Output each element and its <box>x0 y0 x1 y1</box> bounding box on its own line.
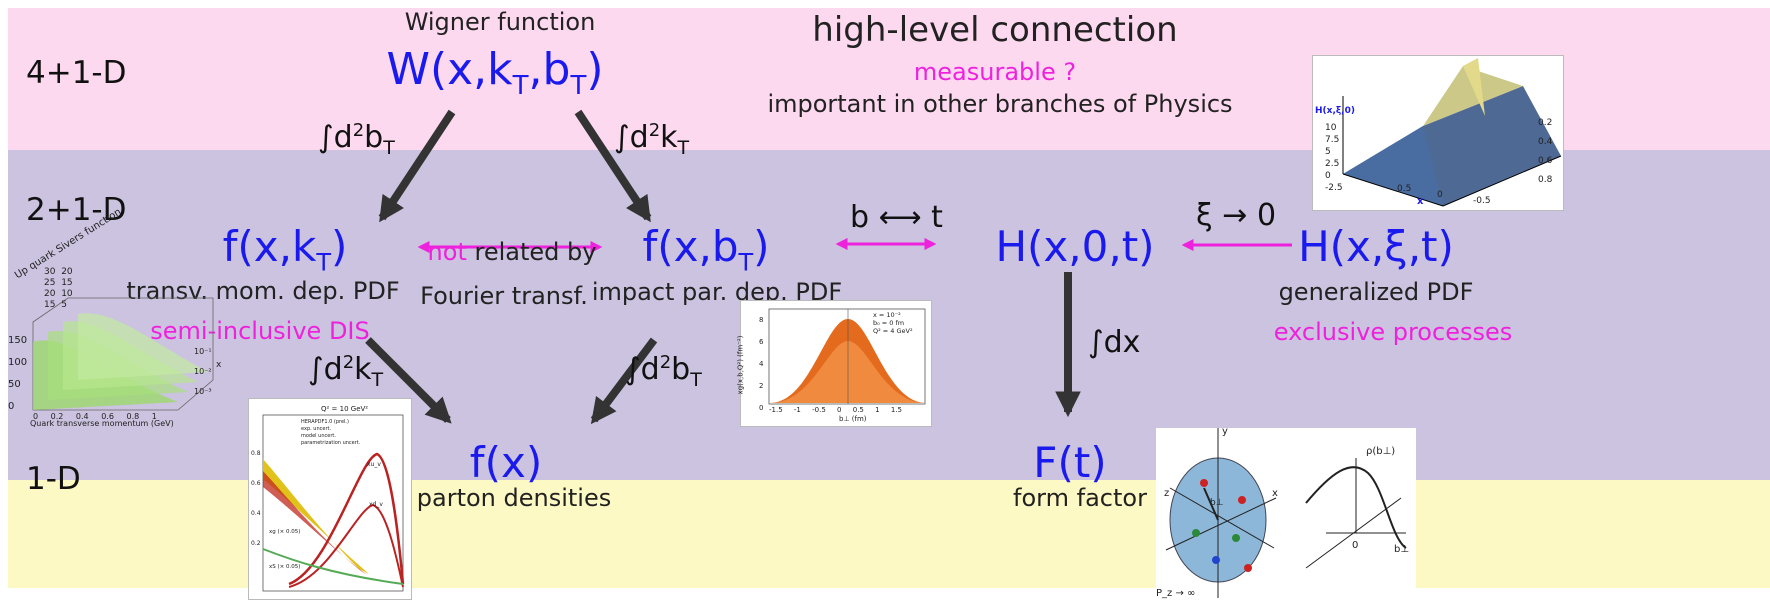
op-int-dx: ∫dx <box>1088 325 1141 360</box>
op-int-d2kT-bottom: ∫d2kT <box>308 352 384 391</box>
sivers-x-ticks: 0 0.2 0.4 0.6 0.8 1 <box>33 412 157 421</box>
arrow-fkt-to-fx <box>365 337 452 424</box>
proc-sidis: semi-inclusive DIS <box>150 317 370 345</box>
op-b-t: b ⟷ t <box>850 200 943 235</box>
node-f-x-bt: f(x,bT) <box>642 222 770 277</box>
wigner-label: Wigner function <box>404 8 596 36</box>
arrow-w-to-fkt <box>378 109 456 223</box>
op-int-d2bT-top: ∫d2bT <box>318 120 395 159</box>
high-level-title: high-level connection <box>812 10 1178 50</box>
op-xi-to-0: ξ → 0 <box>1196 198 1277 233</box>
gauss-x-ticks: -1.5 -1 -0.5 0 0.5 1 1.5 <box>769 406 902 414</box>
node-h-x-0-t: H(x,0,t) <box>995 222 1155 271</box>
arrow-w-to-fbt <box>574 109 652 223</box>
arrow-fbt-to-fx <box>590 337 658 425</box>
desc-gpd: generalized PDF <box>1278 278 1474 306</box>
op-int-d2bT-bottom: ∫d2bT <box>625 352 702 391</box>
not-related-text: not related by <box>427 238 597 266</box>
label-4plus1d: 4+1-D <box>26 55 127 91</box>
proc-exclusive: exclusive processes <box>1273 318 1513 346</box>
wigner-function: W(x,kT,bT) <box>386 44 604 101</box>
desc-parton-densities: parton densities <box>416 484 612 512</box>
op-int-d2kT-top: ∫d2kT <box>614 120 690 159</box>
thumb-form-factor: y x z b⊥ P_z → ∞ ρ(b⊥) 0 b⊥ <box>1156 426 1416 606</box>
label-2plus1d: 2+1-D <box>26 192 127 228</box>
node-f-x: f(x) <box>469 438 543 487</box>
node-h-x-xi-t: H(x,ξ,t) <box>1298 222 1454 271</box>
measurable-note: measurable ? <box>913 58 1077 86</box>
thumb-pdf-plot: Q² = 10 GeV² HERAPDF1.0 (prel.)exp. unce… <box>248 398 412 600</box>
pdf-legend: HERAPDF1.0 (prel.)exp. uncert.model unce… <box>301 419 361 446</box>
node-f-x-kt: f(x,kT) <box>222 222 348 277</box>
fourier-text: Fourier transf. <box>420 282 588 310</box>
important-note: important in other branches of Physics <box>767 90 1233 118</box>
node-F-t: F(t) <box>1033 438 1107 487</box>
label-1d: 1-D <box>26 461 81 497</box>
desc-tmd: transv. mom. dep. PDF <box>126 277 400 305</box>
desc-form-factor: form factor <box>1013 484 1147 512</box>
